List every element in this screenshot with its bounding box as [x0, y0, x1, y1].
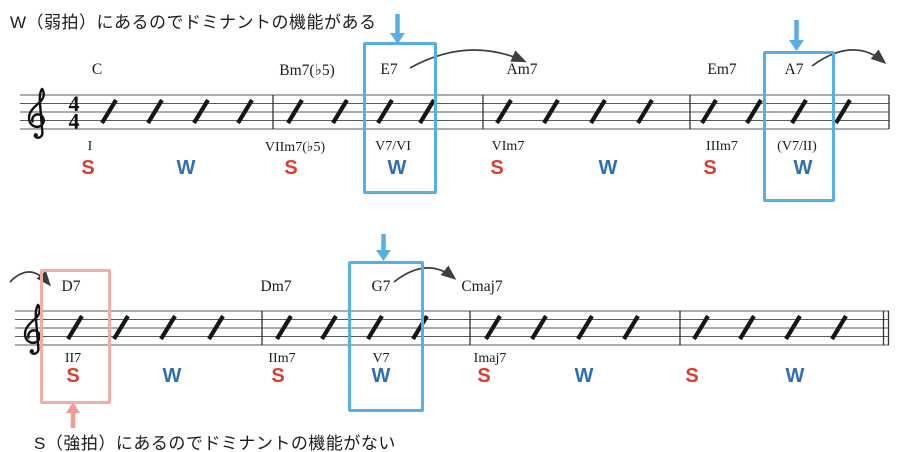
numeral-label: IIm7	[268, 351, 296, 366]
highlight-box-a7	[763, 51, 835, 202]
chord-label: Em7	[707, 61, 737, 78]
chord-label: Dm7	[260, 278, 292, 295]
beat-weak: W	[793, 157, 813, 179]
chord-label: Am7	[506, 61, 538, 78]
beat-weak: W	[176, 157, 196, 179]
beat-weak: W	[574, 365, 594, 387]
highlight-box-g7	[348, 261, 424, 412]
numeral-label: V7	[372, 351, 390, 366]
rhythm-slashes	[100, 98, 852, 125]
highlight-box-d7	[40, 269, 111, 404]
numeral-label: VIIm7(♭5)	[264, 140, 326, 155]
beat-weak: W	[162, 365, 182, 387]
bottom-annotation: S（強拍）にあるのでドミナントの機能がない	[34, 434, 396, 452]
chord-label: E7	[380, 61, 398, 78]
beat-strong: S	[685, 365, 699, 387]
barline	[261, 311, 890, 345]
down-arrow-icon	[789, 20, 804, 51]
numeral-label: IIIm7	[706, 139, 738, 154]
beat-weak: W	[371, 365, 391, 387]
chord-label: G7	[371, 278, 391, 295]
top-annotation: W（弱拍）にあるのでドミナントの機能がある	[10, 13, 377, 32]
beat-strong: S	[81, 157, 95, 179]
numeral-label: II7	[64, 351, 82, 366]
numeral-label: V7/VI	[375, 139, 411, 154]
numeral-label: VIm7	[491, 139, 525, 154]
beat-strong: S	[490, 157, 504, 179]
up-arrow-icon	[66, 402, 80, 428]
curved-arrow-a7-to-right	[811, 49, 887, 67]
beat-strong: S	[703, 157, 717, 179]
curved-arrow-e7-to-am7	[409, 49, 527, 69]
time-signature-numerator: 4	[69, 91, 80, 116]
rhythm-slashes	[66, 314, 848, 341]
down-arrow-icon	[376, 234, 391, 261]
down-arrow-icon	[390, 14, 405, 44]
numeral-label: I	[87, 139, 93, 154]
beat-strong: S	[66, 365, 80, 387]
beat-weak: W	[387, 157, 407, 179]
chord-label: Bm7(♭5)	[279, 62, 335, 79]
curved-arrow-g7-to-cmaj7	[393, 265, 457, 283]
chord-label: D7	[61, 278, 81, 295]
time-signature-denominator: 4	[69, 109, 80, 134]
beat-strong: S	[284, 157, 298, 179]
beat-weak: W	[598, 157, 618, 179]
chord-label: Cmaj7	[461, 278, 503, 295]
numeral-label: (V7/II)	[777, 139, 817, 154]
staff-lines	[20, 94, 889, 130]
highlight-box-e7	[363, 42, 437, 194]
beat-strong: S	[271, 365, 285, 387]
numeral-label: Imaj7	[473, 351, 507, 366]
barline	[272, 95, 890, 129]
beat-strong: S	[477, 365, 491, 387]
chord-label: C	[91, 61, 103, 78]
chord-label: A7	[784, 61, 804, 78]
curved-arrow-left-to-d7	[9, 270, 51, 287]
staff-lines	[15, 310, 889, 346]
beat-weak: W	[785, 365, 805, 387]
